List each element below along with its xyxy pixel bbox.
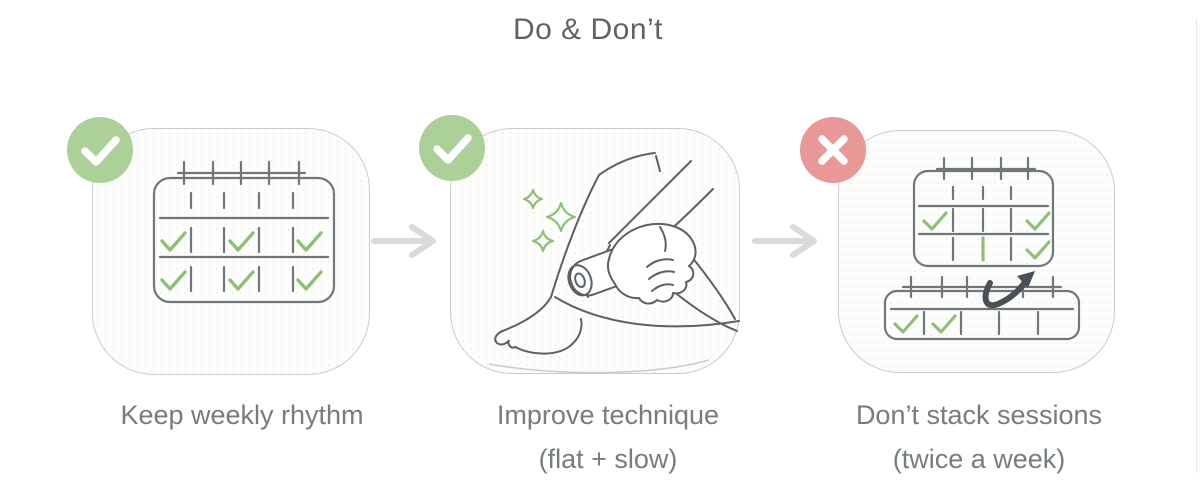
panel-caption-sub: (flat + slow): [538, 444, 678, 474]
stacked-calendars-illustration: [883, 156, 1081, 341]
calendar-lines: [152, 160, 336, 304]
leg-device-illustration: [488, 152, 740, 374]
check-circle-icon: [67, 117, 133, 183]
ground-line: [488, 359, 710, 374]
swoosh-arrowhead: [1017, 271, 1035, 288]
calendar-lines: [883, 156, 1081, 341]
panel-card-dont-stack-sessions: [838, 130, 1115, 373]
page-edge-divider: [1196, 18, 1197, 473]
page-title: Do & Don’t: [512, 13, 664, 46]
panel-caption: Don’t stack sessions: [855, 400, 1103, 430]
green-checkmarks: [160, 231, 323, 291]
x-circle-icon: [800, 117, 866, 183]
hand-line-art: [606, 222, 697, 305]
panel-card-improve-technique: [450, 128, 740, 374]
weekly-calendar-illustration: [152, 160, 336, 304]
check-circle-icon: [419, 115, 485, 181]
panel-caption-sub: (twice a week): [892, 444, 1066, 474]
green-checkmarks: [893, 211, 1051, 334]
right-arrow-icon: [371, 224, 436, 258]
panel-caption: Keep weekly rhythm: [120, 400, 364, 430]
right-arrow-icon: [752, 224, 817, 258]
panel-caption: Improve technique: [496, 400, 720, 430]
panel-card-keep-weekly-rhythm: [92, 128, 370, 375]
sparkles-icon: [522, 188, 577, 253]
swoosh-arrow-icon: [982, 278, 1029, 309]
